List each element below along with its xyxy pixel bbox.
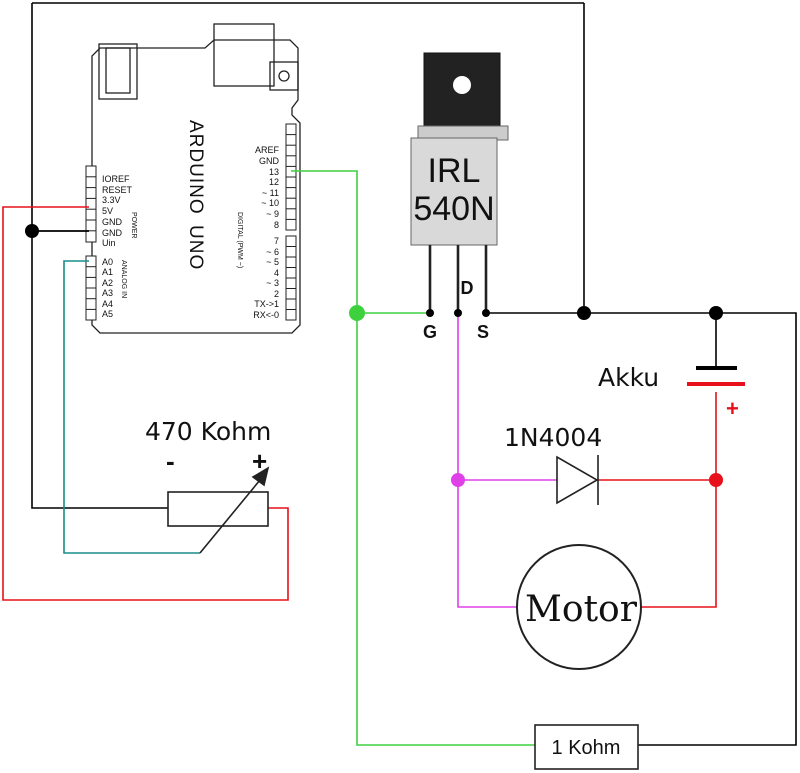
diode-symbol	[556, 455, 599, 505]
mosfet-component	[410, 52, 509, 317]
mosfet-pin-s: S	[477, 322, 489, 342]
diode-label: 1N4004	[504, 423, 602, 452]
pin-gnd-1: GND	[102, 217, 123, 227]
mosfet-label-line2: 540N	[413, 190, 494, 228]
pin-3v3: 3.3V	[102, 195, 121, 205]
battery-plus-sign: +	[726, 396, 739, 421]
drain-wire	[457, 313, 557, 608]
pin-3: ~ 3	[266, 278, 279, 288]
source-junction-dot	[577, 306, 591, 320]
arduino-name-line1: ARDUINO	[185, 120, 206, 215]
power-header	[85, 165, 97, 243]
pin-8: 8	[274, 220, 279, 230]
pin-a0: A0	[102, 257, 113, 267]
resistor-label: 1 Kohm	[552, 737, 621, 759]
mosfet-pin-g: G	[423, 322, 437, 342]
five-volt-wire	[2, 206, 289, 601]
pin-13: 13	[269, 167, 279, 177]
potentiometer-value: 470 Kohm	[145, 417, 271, 446]
pin-a2: A2	[102, 278, 113, 288]
drain-junction-dot	[451, 473, 465, 487]
ground-junction-dot	[25, 224, 39, 238]
mosfet-label-line1: IRL	[428, 152, 481, 190]
gate-wire	[291, 170, 535, 746]
battery-symbol	[687, 313, 745, 386]
pin-12: 12	[269, 177, 279, 187]
pin-ioref: IOREF	[102, 174, 130, 184]
power-group-label: POWER	[130, 212, 137, 238]
pin-11: ~ 11	[262, 188, 279, 198]
pin-aref: AREF	[255, 145, 280, 155]
pin-6: ~ 6	[266, 247, 279, 257]
analog-signal-wire	[63, 260, 200, 554]
arduino-board	[91, 23, 301, 334]
pin-tx1: TX->1	[254, 299, 279, 309]
potentiometer-minus: -	[166, 446, 175, 476]
pin-2: 2	[274, 289, 279, 299]
pin-uin: Uin	[102, 238, 116, 248]
pin-7: 7	[274, 236, 279, 246]
diode-cathode-dot	[709, 473, 723, 487]
ground-wires	[31, 2, 797, 746]
pin-5v: 5V	[102, 206, 113, 216]
arduino-name-line2: UNO	[185, 225, 206, 270]
pin-a3: A3	[102, 288, 113, 298]
potentiometer-component	[167, 466, 270, 554]
digital-group-label: DIGITAL (PWM ~)	[236, 212, 243, 268]
battery-plus-wire	[598, 392, 717, 608]
pin-rx0: RX<-0	[253, 310, 279, 320]
potentiometer-plus: +	[252, 446, 267, 476]
gate-junction-dot	[349, 305, 365, 321]
battery-label: Akku	[598, 363, 659, 392]
pin-a5: A5	[102, 309, 113, 319]
digital-header	[285, 123, 297, 321]
pin-4: 4	[274, 268, 279, 278]
pin-a1: A1	[102, 267, 113, 277]
pin-a4: A4	[102, 299, 113, 309]
motor-symbol	[516, 544, 642, 670]
analog-group-label: ANALOG IN	[120, 260, 127, 298]
pin-5: ~ 5	[266, 257, 279, 267]
pin-10: ~ 10	[261, 198, 279, 208]
resistor-symbol	[534, 724, 639, 770]
analog-header	[85, 255, 97, 321]
mosfet-pin-d: D	[461, 278, 474, 298]
pin-gnd-digital: GND	[259, 156, 280, 166]
pin-gnd-2: GND	[102, 228, 123, 238]
pin-9: ~ 9	[266, 209, 279, 219]
pin-reset: RESET	[102, 185, 133, 195]
motor-label: Motor	[525, 589, 638, 630]
